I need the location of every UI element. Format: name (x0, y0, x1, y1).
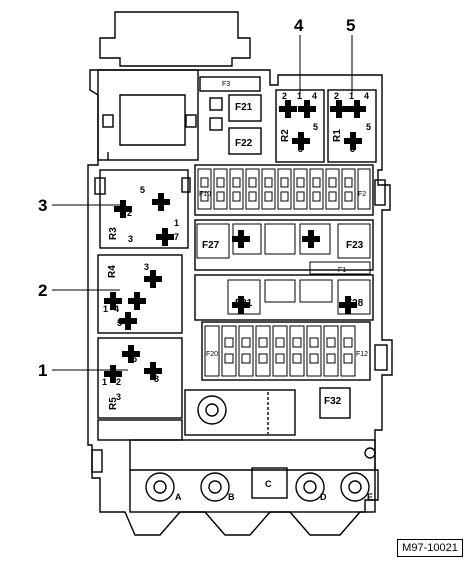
pin-number: 3 (128, 234, 133, 244)
callout-2: 2 (38, 281, 47, 300)
callout-5: 5 (346, 16, 355, 35)
upper-fuses (197, 168, 371, 210)
fuse-f12-label: F12 (356, 351, 368, 358)
fuse-f3-label: F3 (222, 81, 230, 88)
pin-number: 2 (334, 91, 339, 101)
relay-r3-housing (99, 169, 189, 249)
pin-number: 5 (313, 122, 318, 132)
pin-number: 3 (116, 392, 121, 402)
pin-number: 3 (350, 144, 355, 154)
lower-fuse-bank (201, 321, 371, 381)
fuse-f21-label: F21 (235, 102, 253, 113)
callout-1: 1 (38, 361, 47, 380)
relay-pins (104, 100, 366, 383)
pin-number: 1 (297, 91, 302, 101)
fuse-f31-label: F31 (235, 298, 253, 309)
terminal-b-label: B (228, 492, 235, 502)
pin-number: 5 (366, 122, 371, 132)
pin-number: 1 (174, 218, 179, 228)
pin-number: 5 (132, 354, 137, 364)
fuse-f22-label: F22 (235, 138, 253, 149)
fuse-f28-label: F28 (346, 298, 364, 309)
terminal-c-label: C (265, 479, 272, 489)
fuse-f20-label: F20 (206, 351, 218, 358)
relay-r4-housing (97, 254, 183, 334)
fuse-f27-label: F27 (202, 240, 220, 251)
relay-r5-housing (97, 337, 183, 419)
terminal-posts (145, 447, 376, 502)
figure-reference-code: M97-10021 (397, 539, 463, 557)
pin-number: 1 (102, 377, 107, 387)
callout-4: 4 (294, 16, 304, 35)
pin-number: 4 (364, 91, 369, 101)
pin-number: 3 (154, 374, 159, 384)
top-connector (99, 11, 251, 67)
relay-r2-label: R2 (280, 129, 291, 142)
pin-number: 4 (312, 91, 317, 101)
pin-number: 5 (117, 318, 122, 328)
fuse-f23-label: F23 (346, 240, 364, 251)
callout-3: 3 (38, 196, 47, 215)
pin-number: 4 (114, 304, 119, 314)
fuse-f1-label: F1 (338, 267, 346, 274)
pin-number: 1 (349, 91, 354, 101)
terminal-a-label: A (175, 492, 182, 502)
lower-fuses (204, 325, 356, 377)
pin-number: 7 (174, 232, 179, 242)
pin-number: 1 (103, 304, 108, 314)
pin-number: 2 (116, 377, 121, 387)
pin-number: 5 (140, 185, 145, 195)
pin-number: 3 (298, 144, 303, 154)
relay-r1-label: R1 (332, 129, 343, 142)
relay-r5-label: R5 (108, 397, 119, 410)
terminal-d-label: D (320, 492, 327, 502)
terminal-e-label: E (367, 492, 373, 502)
leader-lines (52, 35, 353, 371)
pin-number: 2 (127, 208, 132, 218)
upper-fuse-bank (194, 164, 374, 216)
pin-number: 3 (144, 262, 149, 272)
relay-r3-label: R3 (108, 227, 119, 240)
relay-r4-label: R4 (107, 265, 118, 278)
fuse-f2-label: F2 (358, 191, 366, 198)
fuse-f10-label: F10 (199, 191, 211, 198)
fuse-f32-label: F32 (324, 396, 342, 407)
bolt-stud (197, 392, 269, 434)
pin-number: 2 (282, 91, 287, 101)
